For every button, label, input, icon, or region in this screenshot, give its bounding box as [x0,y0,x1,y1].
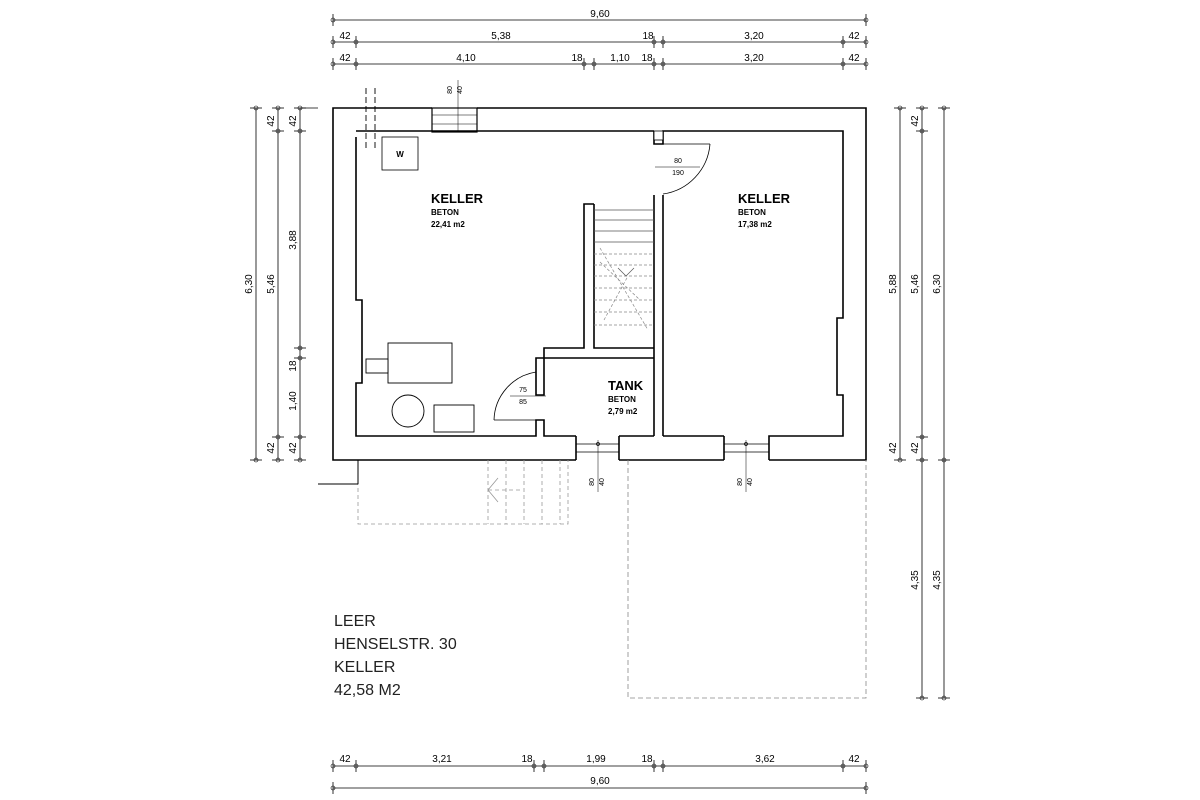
bottom-dimensions [332,760,867,794]
dim-right-bottom-42b: 42 [910,442,921,454]
dim-top-2f: 3,20 [744,53,764,64]
caption-area: 42,58 M2 [334,682,401,699]
left-dimensions [250,107,318,461]
dim-right-outer: 6,30 [932,274,943,294]
dim-top-1c: 18 [642,31,654,42]
dim-right-top-42: 42 [910,115,921,127]
room-left-name: KELLER [431,191,484,206]
dim-top-1b: 5,38 [491,31,511,42]
window-br-h: 40 [747,478,754,486]
room-right-area: 17,38 m2 [738,220,772,229]
room-tank-name: TANK [608,378,644,393]
plan-caption: LEER HENSELSTR. 30 KELLER 42,58 M2 [334,610,457,702]
dim-top-2e: 18 [641,53,653,64]
room-right-name: KELLER [738,191,791,206]
dim-right-lower-1: 4,35 [910,570,921,590]
outside-stairs [357,460,569,525]
caption-city: LEER [334,613,376,630]
dim-top-1a: 42 [339,31,351,42]
window-top-h: 40 [457,86,464,94]
window-top-w: 80 [447,86,454,94]
door-tank-width: 75 [519,387,527,394]
dim-left-total: 6,30 [244,274,255,294]
dim-left-row-a: 42 [288,115,299,127]
dim-bottom-e: 18 [641,754,653,765]
dim-top-2a: 42 [339,53,351,64]
bottom-windows [576,442,769,453]
dim-left-row-b: 3,88 [288,230,299,250]
dim-top-2c: 18 [571,53,583,64]
right-dimensions [894,107,950,699]
heater-unit [365,342,453,384]
room-left-material: BETON [431,208,459,217]
window-bl-h: 40 [599,478,606,486]
dim-right-mid: 5,46 [910,274,921,294]
terrace-outline [627,460,867,699]
room-right-material: BETON [738,208,766,217]
dim-right-bottom-42a: 42 [888,442,899,454]
dim-bottom-b: 3,21 [432,754,452,765]
washer-label: W [396,150,404,159]
dim-right-lower-2: 4,35 [932,570,943,590]
room-tank-material: BETON [608,395,636,404]
window-bl-w: 80 [589,478,596,486]
top-dimensions [332,14,867,70]
box-fixture [433,404,475,433]
door-frame-marker [653,130,664,141]
dim-bottom-a: 42 [339,754,351,765]
dim-top-2g: 42 [848,53,860,64]
dim-top-1d: 3,20 [744,31,764,42]
window-br-w: 80 [737,478,744,486]
dim-left-row-d: 1,40 [288,391,299,411]
dim-left-row-e: 42 [288,442,299,454]
caption-floor: KELLER [334,659,396,676]
door-tank-height: 85 [519,399,527,406]
dim-bottom-total: 9,60 [590,776,610,787]
dim-left-mid: 5,46 [266,274,277,294]
dim-top-total: 9,60 [590,9,610,20]
door-right-width: 80 [674,158,682,165]
stairs [594,209,654,331]
dim-bottom-g: 42 [848,754,860,765]
dim-top-2b: 4,10 [456,53,476,64]
room-left-area: 22,41 m2 [431,220,465,229]
dim-left-bottom-42: 42 [266,442,277,454]
caption-address: HENSELSTR. 30 [334,636,457,653]
door-right-keller [654,143,711,195]
dim-right-inner: 5,88 [888,274,899,294]
dim-bottom-f: 3,62 [755,754,775,765]
washer [381,136,419,171]
dim-bottom-c: 18 [521,754,533,765]
dim-bottom-d: 1,99 [586,754,606,765]
door-tank [493,371,546,421]
dim-left-row-c: 18 [288,360,299,372]
room-tank-area: 2,79 m2 [608,407,638,416]
dim-top-2d: 1,10 [610,53,630,64]
dim-left-top-42: 42 [266,115,277,127]
dim-top-1e: 42 [848,31,860,42]
walls [332,107,867,461]
door-right-height: 190 [672,170,684,177]
round-tank [391,394,425,428]
